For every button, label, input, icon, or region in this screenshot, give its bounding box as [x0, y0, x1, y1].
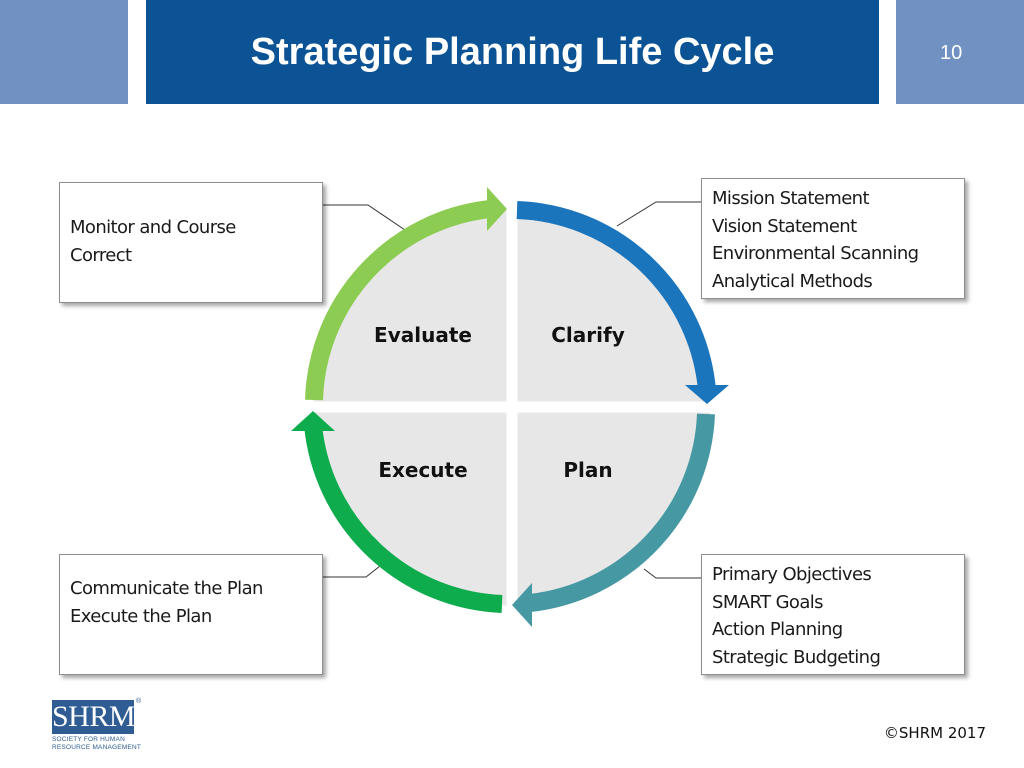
header-left-bar [0, 0, 128, 104]
plan-arrow-head [512, 583, 532, 627]
logo-mark: SHRM [52, 700, 136, 734]
execute-arrow-head [291, 411, 335, 431]
callout-line: Vision Statement [712, 215, 857, 237]
callout-line: Action Planning [712, 619, 843, 640]
clarify-arrow-head [685, 385, 729, 404]
quadrant-label-execute: Execute [378, 458, 467, 482]
evaluate-callout-box: Monitor and Course Correct [59, 182, 323, 303]
clarify-callout-box: Mission Statement Vision Statement Envir… [701, 178, 965, 299]
callout-line: Communicate the Plan [70, 578, 263, 599]
callout-line: Environmental Scanning [712, 243, 919, 264]
evaluate-arrow-arc [305, 200, 492, 401]
callout-line: Primary Objectives [712, 564, 872, 585]
header-title-bar [146, 0, 879, 104]
execute-arrow-arc [304, 424, 503, 613]
logo-subtitle: SOCIETY FOR HUMAN RESOURCE MANAGEMENT [52, 736, 141, 751]
logo-registered-mark: ® [136, 698, 142, 705]
quadrant-label-plan: Plan [563, 458, 612, 482]
page-title: Strategic Planning Life Cycle [250, 31, 775, 73]
execute-leader-line [322, 565, 381, 578]
plan-arrow-arc [529, 413, 715, 612]
logo-subtitle-line: RESOURCE MANAGEMENT [52, 743, 142, 751]
quadrant-label-clarify: Clarify [551, 323, 625, 347]
quadrant-label-evaluate: Evaluate [374, 323, 472, 347]
logo-subtitle-line: SOCIETY FOR HUMAN [52, 736, 125, 743]
slide-number: 10 [940, 42, 963, 64]
callout-line: Execute the Plan [70, 605, 212, 627]
evaluate-arrow-head [487, 187, 507, 231]
callout-line: Mission Statement [712, 188, 870, 209]
callout-line: Analytical Methods [712, 270, 873, 292]
callout-line: Monitor and Course [70, 217, 236, 238]
callout-line: Strategic Budgeting [712, 646, 881, 668]
callout-line: SMART Goals [712, 591, 824, 613]
plan-leader-line [643, 568, 702, 579]
shrm-logo: SHRM ® SOCIETY FOR HUMAN RESOURCE MANAGE… [52, 698, 142, 751]
clarify-leader-line [616, 201, 702, 227]
plan-callout-box: Primary Objectives SMART Goals Action Pl… [701, 554, 965, 675]
execute-callout-box: Communicate the Plan Execute the Plan [59, 554, 323, 675]
clarify-arrow-arc [516, 201, 716, 391]
copyright-text: ©SHRM 2017 [883, 724, 986, 742]
evaluate-leader-line [322, 204, 406, 231]
callout-line: Correct [70, 244, 132, 266]
header-right-bar [896, 0, 1024, 104]
